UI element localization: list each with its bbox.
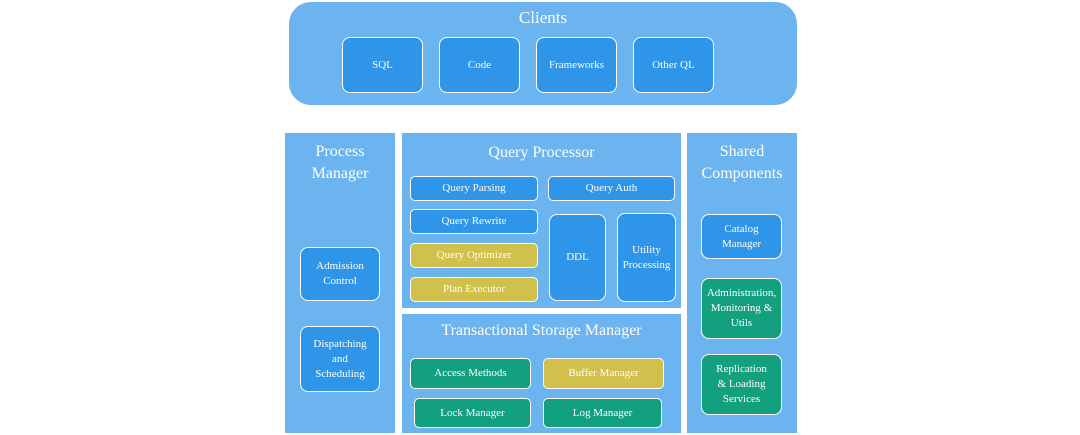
client-other-ql: Other QL: [633, 37, 714, 93]
process-manager-title: Process Manager: [311, 143, 369, 182]
query-processor-panel: Query Processor Query Parsing Query Auth…: [402, 133, 681, 308]
storage-manager-panel: Transactional Storage Manager Access Met…: [402, 314, 681, 433]
client-code: Code: [439, 37, 520, 93]
admission-control-box: Admission Control: [300, 247, 380, 301]
query-parsing-box: Query Parsing: [410, 176, 538, 201]
log-manager-box: Log Manager: [543, 398, 662, 428]
query-optimizer-box: Query Optimizer: [410, 243, 538, 268]
process-manager-panel: Process Manager Admission Control Dispat…: [285, 133, 395, 433]
shared-components-panel: Shared Components Catalog Manager Admini…: [687, 133, 797, 433]
administration-box: Administration, Monitoring & Utils: [701, 278, 782, 339]
ddl-box: DDL: [549, 214, 606, 301]
clients-panel: Clients SQL Code Frameworks Other QL: [289, 2, 797, 105]
client-sql: SQL: [342, 37, 423, 93]
storage-manager-title: Transactional Storage Manager: [441, 322, 642, 339]
query-rewrite-box: Query Rewrite: [410, 209, 538, 234]
shared-components-title: Shared Components: [701, 143, 783, 182]
utility-processing-box: Utility Processing: [617, 213, 676, 302]
dispatching-scheduling-box: Dispatching and Scheduling: [300, 326, 380, 392]
catalog-manager-box: Catalog Manager: [701, 214, 782, 259]
query-auth-box: Query Auth: [548, 176, 675, 201]
plan-executor-box: Plan Executor: [410, 277, 538, 302]
access-methods-box: Access Methods: [410, 358, 531, 389]
lock-manager-box: Lock Manager: [414, 398, 531, 428]
clients-title: Clients: [518, 8, 568, 27]
replication-box: Replication & Loading Services: [701, 354, 782, 415]
query-processor-title: Query Processor: [488, 144, 595, 161]
client-frameworks: Frameworks: [536, 37, 617, 93]
buffer-manager-box: Buffer Manager: [543, 358, 664, 389]
